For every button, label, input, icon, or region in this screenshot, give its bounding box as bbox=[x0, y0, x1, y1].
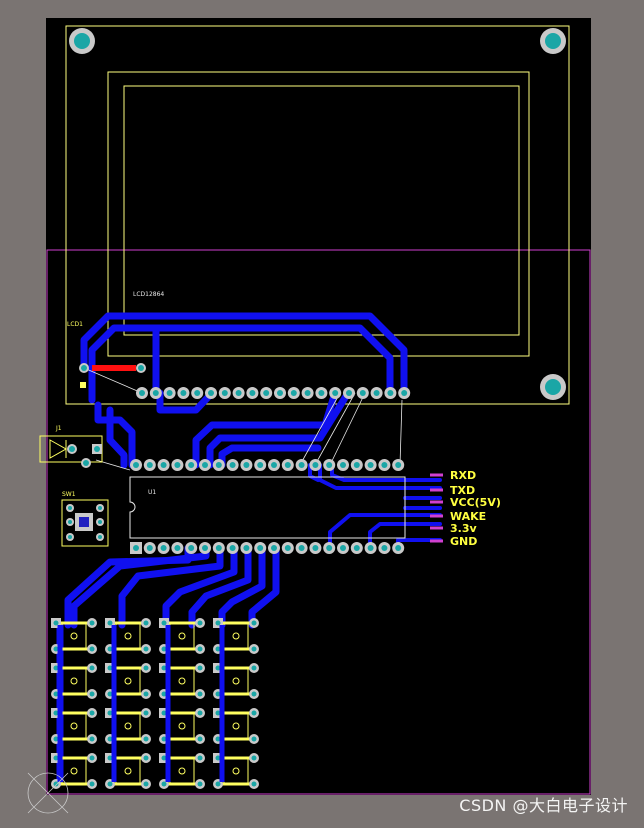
pad bbox=[177, 387, 190, 399]
pad bbox=[309, 542, 322, 554]
pad bbox=[218, 387, 231, 399]
lcd-silkscreen bbox=[65, 25, 570, 405]
pad bbox=[226, 459, 239, 471]
pad bbox=[364, 542, 377, 554]
pad bbox=[199, 542, 211, 554]
pad bbox=[323, 459, 336, 471]
net-label: 3.3v bbox=[450, 522, 477, 535]
pad bbox=[240, 542, 253, 554]
mcu-outline bbox=[129, 476, 406, 539]
net-label: VCC(5V) bbox=[450, 496, 501, 509]
pad bbox=[337, 542, 349, 554]
lcd-part-label: LCD12864 bbox=[133, 291, 164, 298]
pad bbox=[392, 542, 405, 554]
pad bbox=[260, 387, 273, 399]
net-label: WAKE bbox=[450, 510, 486, 523]
pad bbox=[254, 542, 267, 554]
conn-ref-label: J1 bbox=[55, 425, 62, 432]
pad bbox=[315, 387, 328, 399]
pad bbox=[268, 542, 280, 554]
switch-sw1 bbox=[61, 499, 109, 547]
pad bbox=[212, 542, 225, 554]
pad bbox=[240, 459, 253, 471]
pad bbox=[171, 459, 184, 471]
pad bbox=[281, 542, 294, 554]
pad bbox=[143, 542, 156, 554]
pad bbox=[226, 542, 239, 554]
pad bbox=[329, 387, 342, 399]
keypad-switch bbox=[213, 753, 259, 789]
net-label: TXD bbox=[450, 484, 475, 497]
pad bbox=[205, 387, 217, 399]
mcu-top-pads bbox=[130, 459, 405, 471]
lcd-ref-label: LCD1 bbox=[67, 321, 83, 328]
pad bbox=[268, 459, 280, 471]
pad bbox=[157, 542, 170, 554]
pad bbox=[350, 459, 363, 471]
pad bbox=[370, 387, 383, 399]
pad bbox=[274, 387, 286, 399]
pad bbox=[149, 387, 162, 399]
lcd-header-pads bbox=[136, 387, 411, 399]
pad bbox=[232, 387, 245, 399]
pad bbox=[323, 542, 336, 554]
pad bbox=[143, 459, 156, 471]
pad bbox=[378, 459, 391, 471]
pad bbox=[350, 542, 363, 554]
mcu-ref-label: U1 bbox=[148, 489, 156, 496]
pad bbox=[157, 459, 170, 471]
pad bbox=[185, 459, 198, 471]
pad bbox=[295, 542, 308, 554]
pad bbox=[378, 542, 391, 554]
pad bbox=[356, 387, 369, 399]
pad bbox=[384, 387, 397, 399]
pad bbox=[191, 387, 204, 399]
pad bbox=[246, 387, 259, 399]
keepout-region bbox=[46, 249, 591, 795]
pad bbox=[295, 459, 308, 471]
mounting-holes bbox=[69, 28, 566, 400]
pad bbox=[254, 459, 267, 471]
pad bbox=[392, 459, 405, 471]
pad bbox=[199, 459, 211, 471]
pad bbox=[309, 459, 322, 471]
pad bbox=[136, 387, 148, 399]
pad bbox=[287, 387, 300, 399]
pad bbox=[301, 387, 314, 399]
pad bbox=[343, 387, 355, 399]
connector-j1 bbox=[39, 435, 103, 468]
keypad-switch bbox=[159, 618, 205, 654]
pad bbox=[337, 459, 349, 471]
net-label: RXD bbox=[450, 469, 476, 482]
origin-marker bbox=[27, 772, 69, 814]
net-label: GND bbox=[450, 535, 477, 548]
mcu-bottom-pads bbox=[130, 542, 405, 554]
pad bbox=[364, 459, 377, 471]
pad bbox=[171, 542, 184, 554]
pad bbox=[398, 387, 411, 399]
pad bbox=[185, 542, 198, 554]
pad bbox=[163, 387, 176, 399]
switch-ref-label: SW1 bbox=[62, 491, 76, 498]
pad bbox=[281, 459, 294, 471]
watermark: CSDN @大白电子设计 bbox=[459, 796, 628, 815]
board-outline bbox=[46, 18, 591, 795]
pad bbox=[130, 459, 142, 471]
keypad-matrix bbox=[51, 618, 259, 789]
pad bbox=[130, 542, 142, 554]
pad bbox=[212, 459, 225, 471]
